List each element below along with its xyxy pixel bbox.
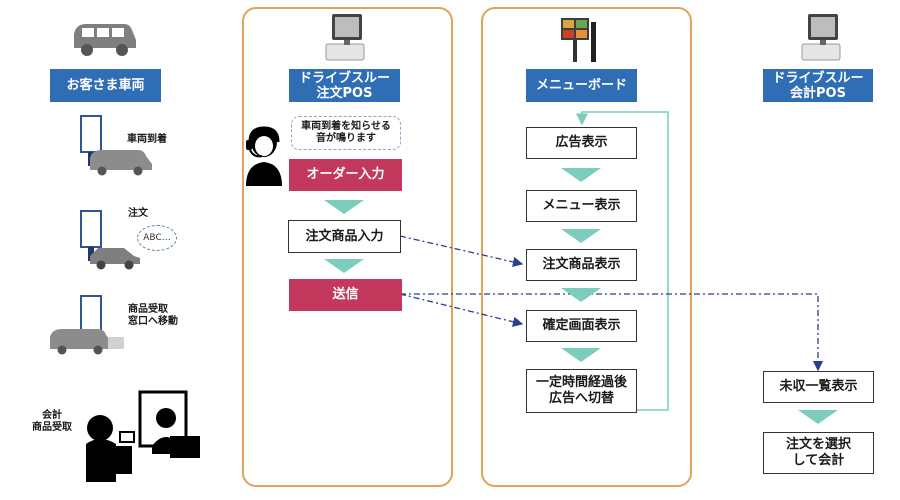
step-order-item-display: 注文商品表示: [526, 249, 637, 281]
step-label-arrival: 車両到着: [127, 134, 167, 145]
customer-header: お客さま車両: [50, 69, 161, 102]
step-ad-display: 広告表示: [526, 127, 637, 159]
car-icon: [90, 248, 140, 270]
flow-arrow: [561, 288, 601, 302]
link-order-to-menu: [399, 235, 524, 268]
flow-arrow: [561, 168, 601, 182]
step-order-item-input: 注文商品入力: [288, 220, 401, 253]
checkout-pos-header: ドライブスルー 会計POS: [763, 69, 873, 102]
flow-arrow: [561, 348, 601, 362]
van-moving-icon: [50, 329, 124, 355]
step-unpaid-list: 未収一覧表示: [763, 371, 874, 403]
flow-arrow: [324, 259, 364, 273]
flow-arrow: [561, 229, 601, 243]
order-pos-header: ドライブスルー 注文POS: [289, 69, 400, 102]
speech-bubble: ABC…: [137, 225, 177, 251]
kiosk-icon: [80, 210, 102, 261]
flow-arrow: [798, 410, 838, 424]
step-select-and-pay: 注文を選択 して会計: [763, 432, 874, 474]
pos-terminal-icon: [801, 14, 841, 61]
step-menu-display: メニュー表示: [526, 190, 637, 222]
step-order-input: オーダー入力: [289, 159, 402, 191]
arrival-notice-bubble: 車両到着を知らせる 音が鳴ります: [291, 116, 401, 150]
step-send: 送信: [289, 279, 402, 311]
step-label-order: 注文: [128, 208, 148, 219]
menu-board-icon: [561, 18, 596, 62]
step-confirm-screen: 確定画面表示: [526, 310, 637, 342]
step-switch-to-ad: 一定時間経過後 広告へ切替: [526, 369, 637, 413]
step-label-move-window: 商品受取 窓口へ移動: [128, 304, 178, 327]
step-label-checkout: 会計 商品受取: [32, 410, 72, 433]
link-send-to-confirm: [399, 293, 524, 327]
operator-headset-icon: [246, 126, 282, 186]
flow-arrow: [324, 200, 364, 214]
menu-board-header: メニューボード: [526, 69, 637, 102]
van-icon: [90, 150, 152, 176]
loop-back-line: [576, 111, 669, 411]
handover-icon: [86, 390, 200, 482]
pos-terminal-icon: [325, 14, 365, 61]
van-icon: [74, 24, 136, 56]
